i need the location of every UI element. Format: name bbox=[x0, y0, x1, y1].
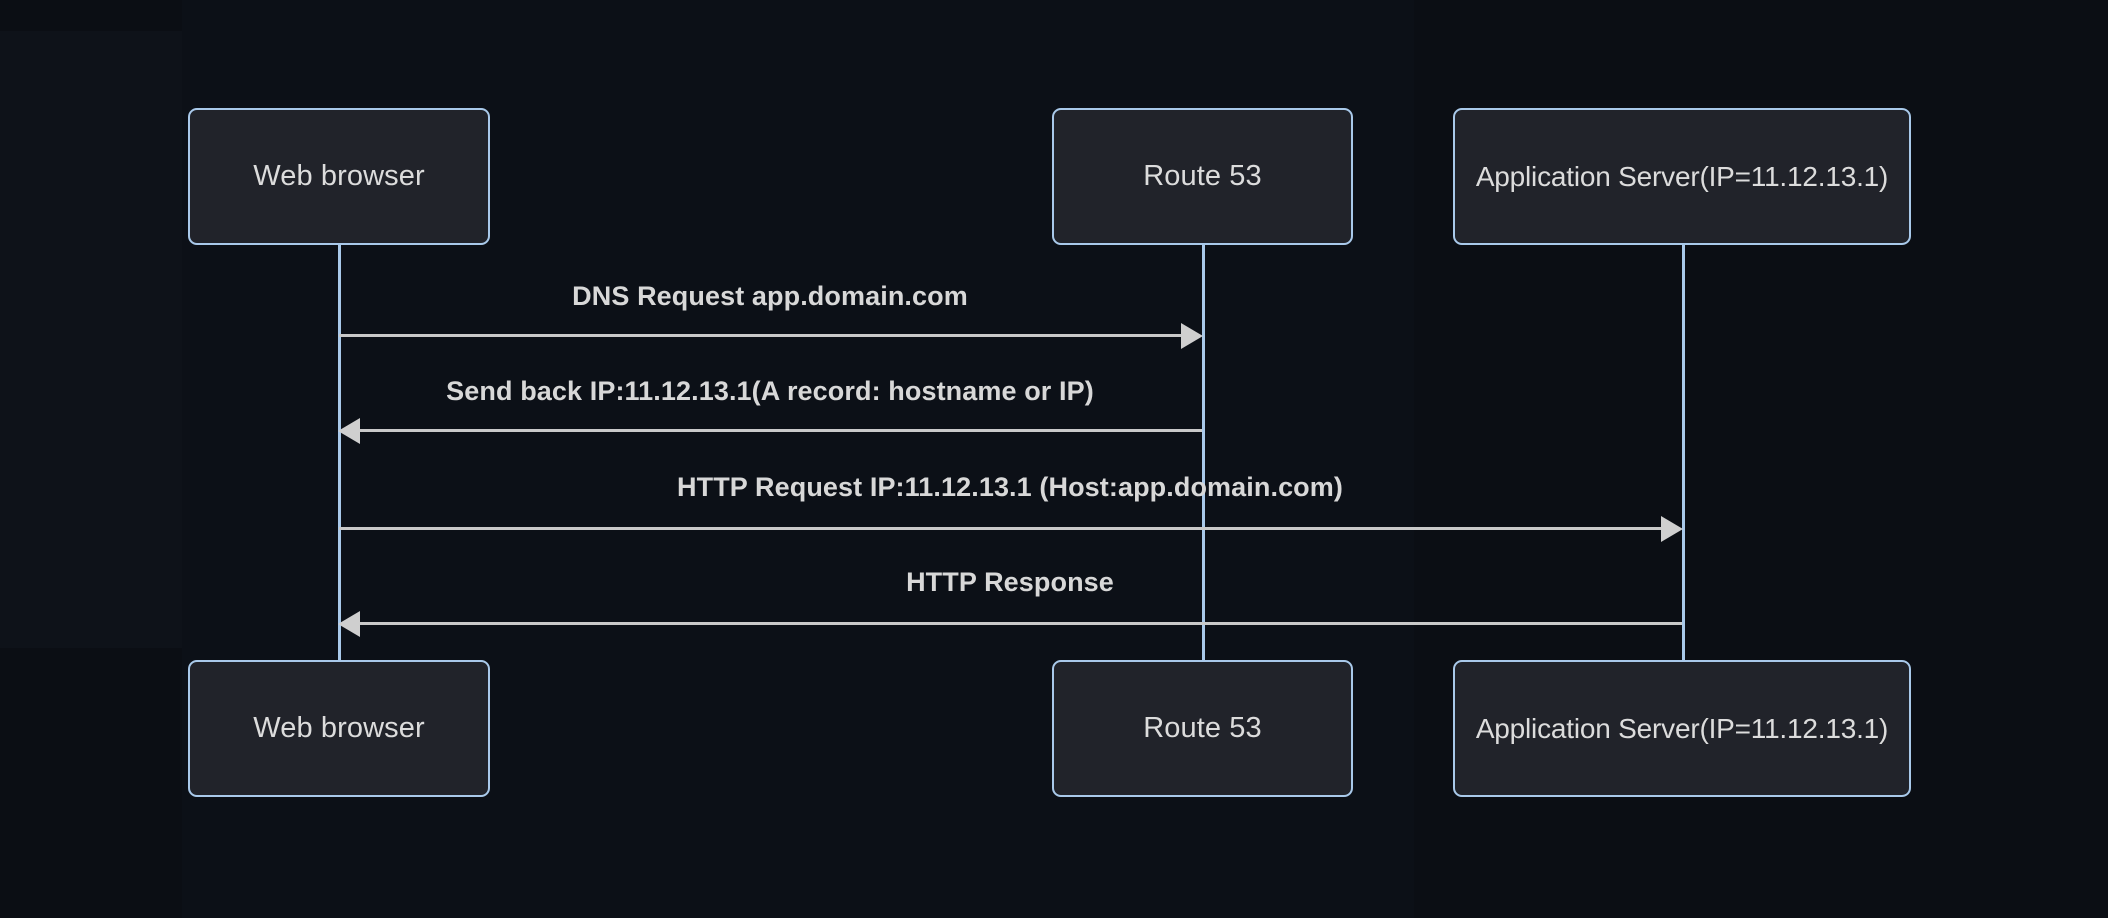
message-line-3 bbox=[339, 527, 1661, 530]
lifeline-browser bbox=[338, 245, 341, 660]
message-label-2: Send back IP:11.12.13.1(A record: hostna… bbox=[446, 376, 1094, 406]
participant-box-appserver-bottom[interactable]: Application Server(IP=11.12.13.1) bbox=[1453, 660, 1911, 797]
participant-box-browser-bottom[interactable]: Web browser bbox=[188, 660, 490, 797]
participant-label-route53-bottom: Route 53 bbox=[1143, 712, 1262, 744]
participant-label-appserver-top: Application Server(IP=11.12.13.1) bbox=[1475, 160, 1889, 192]
participant-box-route53-top[interactable]: Route 53 bbox=[1052, 108, 1353, 245]
participant-label-route53-top: Route 53 bbox=[1143, 160, 1262, 192]
message-arrowhead-1 bbox=[1181, 323, 1203, 349]
participant-box-browser-top[interactable]: Web browser bbox=[188, 108, 490, 245]
message-label-4: HTTP Response bbox=[906, 567, 1114, 597]
participant-label-browser-top: Web browser bbox=[253, 160, 425, 192]
participant-box-appserver-top[interactable]: Application Server(IP=11.12.13.1) bbox=[1453, 108, 1911, 245]
message-line-2 bbox=[360, 429, 1202, 432]
participant-label-appserver-bottom: Application Server(IP=11.12.13.1) bbox=[1475, 712, 1889, 744]
lifeline-route53 bbox=[1202, 245, 1205, 660]
participant-label-browser-bottom: Web browser bbox=[253, 712, 425, 744]
message-arrowhead-3 bbox=[1661, 516, 1683, 542]
message-label-1: DNS Request app.domain.com bbox=[572, 281, 968, 311]
message-line-4 bbox=[360, 622, 1682, 625]
participant-box-route53-bottom[interactable]: Route 53 bbox=[1052, 660, 1353, 797]
message-line-1 bbox=[339, 334, 1181, 337]
message-arrowhead-4 bbox=[338, 611, 360, 637]
lifeline-appserver bbox=[1682, 245, 1685, 660]
message-arrowhead-2 bbox=[338, 418, 360, 444]
message-label-3: HTTP Request IP:11.12.13.1 (Host:app.dom… bbox=[677, 472, 1343, 502]
